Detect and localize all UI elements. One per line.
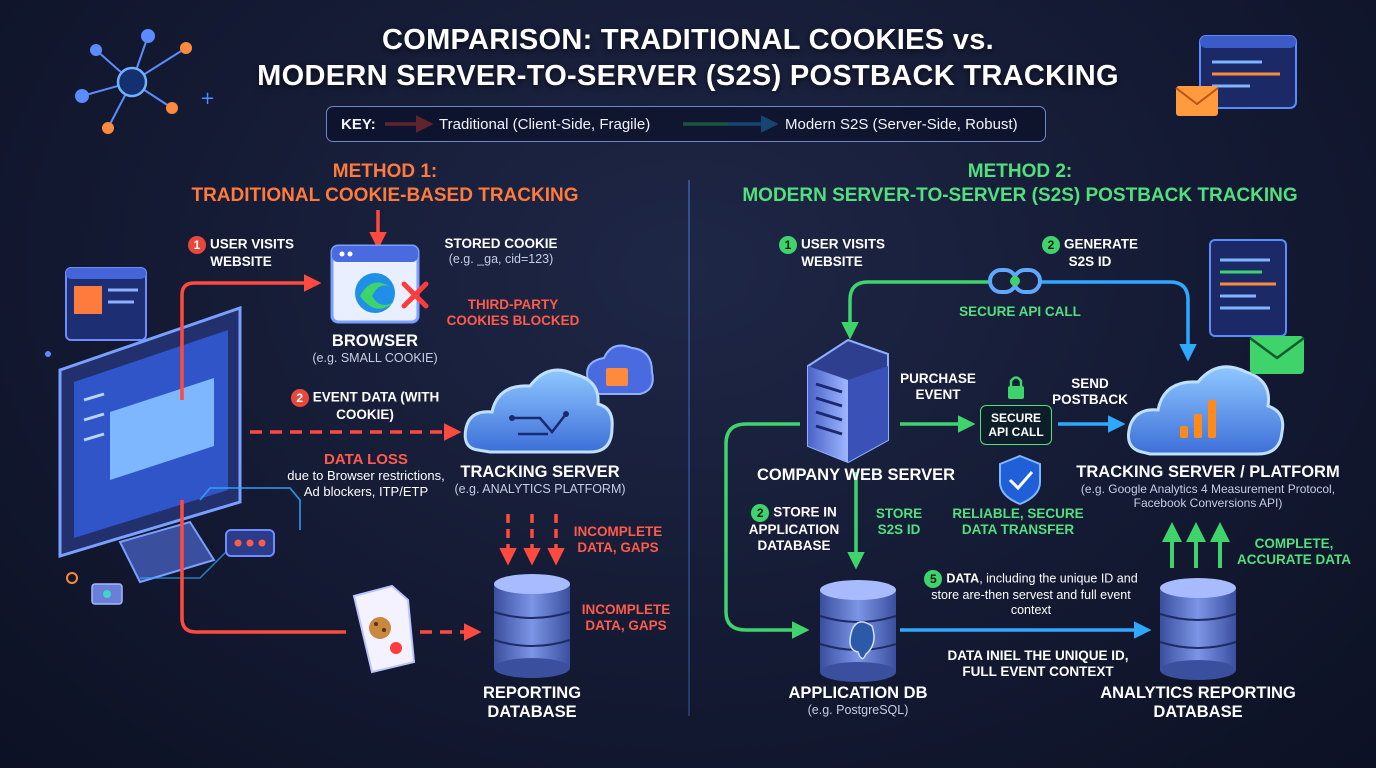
reporting-database-icon <box>493 574 571 678</box>
m2-store-text: STORE IN APPLICATION DATABASE <box>748 504 840 553</box>
tracking-server-title: TRACKING SERVER <box>460 463 620 481</box>
analytics-db-label: ANALYTICS REPORTING DATABASE <box>1096 684 1300 722</box>
analytics-db-title: ANALYTICS REPORTING DATABASE <box>1100 684 1296 721</box>
data-loss-title: DATA LOSS <box>324 451 408 468</box>
ring-decor-icon <box>66 572 78 584</box>
network-globe-icon <box>75 29 192 134</box>
plus-decor-icon: + <box>200 88 215 109</box>
method1-heading: METHOD 1: TRADITIONAL COOKIE-BASED TRACK… <box>170 160 600 208</box>
tag-device-icon <box>225 529 275 557</box>
section-divider <box>688 180 690 716</box>
data-loss-label: DATA LOSS due to Browser restrictions, A… <box>282 452 450 500</box>
m1-step2-badge: 2 <box>290 389 309 407</box>
incomplete-data-label-1: INCOMPLETE DATA, GAPS <box>573 524 663 555</box>
stored-cookie-example: (e.g. _ga, cid=123) <box>448 252 554 266</box>
data-inel-label: DATA INIEL THE UNIQUE ID, FULL EVENT CON… <box>947 648 1129 679</box>
browser-label: BROWSER (e.g. SMALL COOKIE) <box>300 332 450 366</box>
send-postback-label: SEND POSTBACK <box>1052 376 1128 407</box>
mail-icon <box>1175 86 1219 116</box>
app-db-title: APPLICATION DB <box>788 684 928 702</box>
company-server-title: COMPANY WEB SERVER <box>756 466 956 484</box>
method1-name: TRADITIONAL COOKIE-BASED TRACKING <box>191 185 579 206</box>
m1-step2-text: EVENT DATA (WITH COOKIE) <box>312 389 440 422</box>
link-chain-icon <box>988 268 1042 294</box>
m2-step1-badge: 1 <box>778 236 797 254</box>
reporting-db-label: REPORTING DATABASE <box>470 684 594 722</box>
router-device-icon <box>91 583 123 605</box>
stored-cookie-label: STORED COOKIE (e.g. _ga, cid=123) <box>436 236 566 267</box>
m2-step2-text: GENERATE S2S ID <box>1063 236 1138 269</box>
secure-api-call-top-label: SECURE API CALL <box>959 304 1081 319</box>
third-party-blocked-label: THIRD-PARTY COOKIES BLOCKED <box>446 297 580 328</box>
app-db-sub: (e.g. PostgreSQL) <box>807 703 909 717</box>
method1-number: METHOD 1: <box>332 161 438 182</box>
company-server-label: COMPANY WEB SERVER <box>756 466 956 485</box>
m2-store-badge: 2 <box>751 504 770 522</box>
application-database-icon <box>819 580 897 682</box>
method2-name: MODERN SERVER-TO-SERVER (S2S) POSTBACK T… <box>742 185 1298 206</box>
key-traditional-label: Traditional (Client-Side, Fragile) <box>439 116 651 133</box>
browser-window-icon <box>330 244 420 324</box>
m2-step1-text: USER VISITS WEBSITE <box>800 236 886 269</box>
m1-step1-text: USER VISITS WEBSITE <box>209 236 295 269</box>
blocked-x-icon <box>401 281 429 309</box>
tracking-platform-label: TRACKING SERVER / PLATFORM (e.g. Google … <box>1062 463 1354 510</box>
app-db-label: APPLICATION DB (e.g. PostgreSQL) <box>770 684 946 718</box>
page-title-line1: COMPARISON: TRADITIONAL COOKIES vs. <box>381 24 995 56</box>
method2-heading: METHOD 2: MODERN SERVER-TO-SERVER (S2S) … <box>720 160 1320 208</box>
analytics-database-icon <box>1159 578 1237 680</box>
page-title-line2: MODERN SERVER-TO-SERVER (S2S) POSTBACK T… <box>257 60 1119 92</box>
company-web-server-icon <box>807 338 889 464</box>
tracking-server-sub: (e.g. ANALYTICS PLATFORM) <box>454 482 626 496</box>
complete-accurate-label: COMPLETE, ACCURATE DATA <box>1237 536 1351 567</box>
shield-check-icon <box>999 454 1041 506</box>
m2-step5-badge: 5 <box>924 570 943 588</box>
purchase-event-label: PURCHASE EVENT <box>900 371 976 402</box>
reporting-db-title: REPORTING DATABASE <box>482 684 582 721</box>
secure-api-call-box: SECURE API CALL <box>980 405 1052 445</box>
store-s2s-id-label: STORE S2S ID <box>875 506 923 537</box>
reliable-transfer-label: RELIABLE, SECURE DATA TRANSFER <box>952 506 1084 537</box>
dot-decor-icon <box>45 351 51 357</box>
method2-number: METHOD 2: <box>967 161 1073 182</box>
tracking-server-cloud-icon <box>463 368 614 454</box>
browser-title: BROWSER <box>331 332 419 350</box>
m1-step1-badge: 1 <box>187 236 206 254</box>
incomplete-data-label-2: INCOMPLETE DATA, GAPS <box>581 602 671 633</box>
floating-window-icon <box>65 267 147 341</box>
key-modern-label: Modern S2S (Server-Side, Robust) <box>785 116 1018 133</box>
computer-monitor-icon <box>58 305 242 584</box>
browser-sub: (e.g. SMALL COOKIE) <box>312 351 438 365</box>
stored-cookie-title: STORED COOKIE <box>444 236 558 251</box>
lock-icon <box>1008 376 1024 399</box>
postback-mail-icon <box>1249 336 1305 374</box>
code-window-icon <box>1199 35 1297 109</box>
tracking-platform-cloud-icon <box>1127 365 1285 456</box>
data-loss-desc: due to Browser restrictions, Ad blockers… <box>287 468 445 499</box>
cloud-storage-icon <box>586 344 654 395</box>
tracking-platform-title: TRACKING SERVER / PLATFORM <box>1076 463 1340 481</box>
tracking-platform-sub: (e.g. Google Analytics 4 Measurement Pro… <box>1080 482 1336 510</box>
step5-rest: , including the unique ID and store are-… <box>931 571 1138 617</box>
key-label: KEY: <box>341 116 376 133</box>
code-panel-icon <box>1209 239 1287 337</box>
m2-step2-badge: 2 <box>1041 236 1060 254</box>
tracking-server-label: TRACKING SERVER (e.g. ANALYTICS PLATFORM… <box>450 463 630 497</box>
legend-key: KEY: Traditional (Client-Side, Fragile) … <box>326 106 1046 142</box>
cookie-document-icon <box>352 584 416 674</box>
step5-bold: DATA <box>946 571 980 586</box>
